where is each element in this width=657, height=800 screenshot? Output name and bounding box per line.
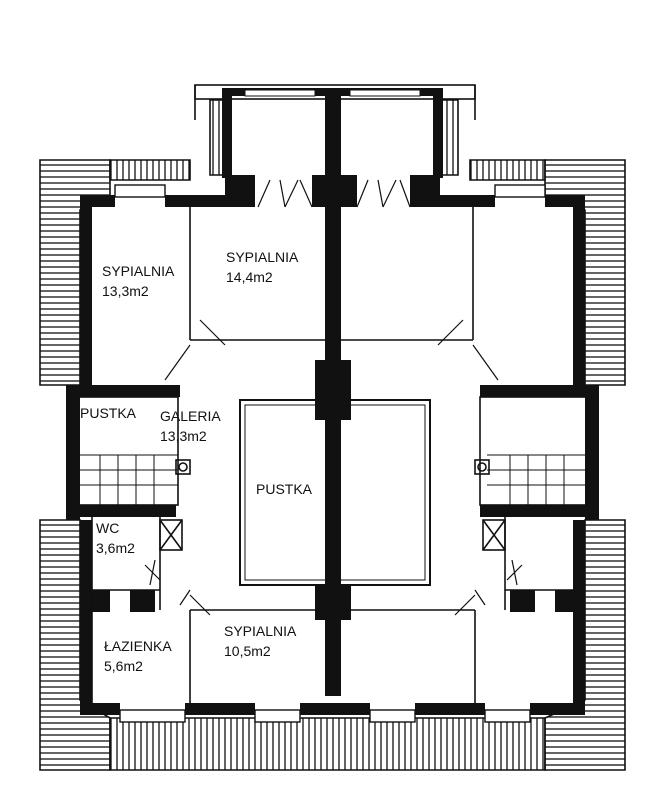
bedroom-left-top-area: 13,3m2 xyxy=(102,283,149,299)
bedroom-center-top-area: 14,4m2 xyxy=(226,269,273,285)
bathroom-area: 5,6m2 xyxy=(104,658,143,674)
bedroom-left-top-name: SYPIALNIA xyxy=(102,263,175,279)
bedroom-center-bottom-area: 10,5m2 xyxy=(224,643,271,659)
doors xyxy=(144,179,523,616)
void-stairs-name: PUSTKA xyxy=(80,405,137,421)
stairs xyxy=(78,454,587,505)
bathroom-name: ŁAZIENKA xyxy=(104,638,172,654)
room-labels: SYPIALNIA 13,3m2 SYPIALNIA 14,4m2 PUSTKA… xyxy=(80,249,313,674)
gallery-name: GALERIA xyxy=(160,408,221,424)
bedroom-center-bottom-name: SYPIALNIA xyxy=(224,623,297,639)
void-center-name: PUSTKA xyxy=(256,481,313,497)
walls xyxy=(66,88,599,715)
wc-name: WC xyxy=(96,520,119,536)
bedroom-center-top-name: SYPIALNIA xyxy=(226,249,299,265)
windows xyxy=(114,89,546,723)
wc-area: 3,6m2 xyxy=(96,540,135,556)
gallery-area: 13,3m2 xyxy=(160,428,207,444)
partitions xyxy=(77,207,588,703)
